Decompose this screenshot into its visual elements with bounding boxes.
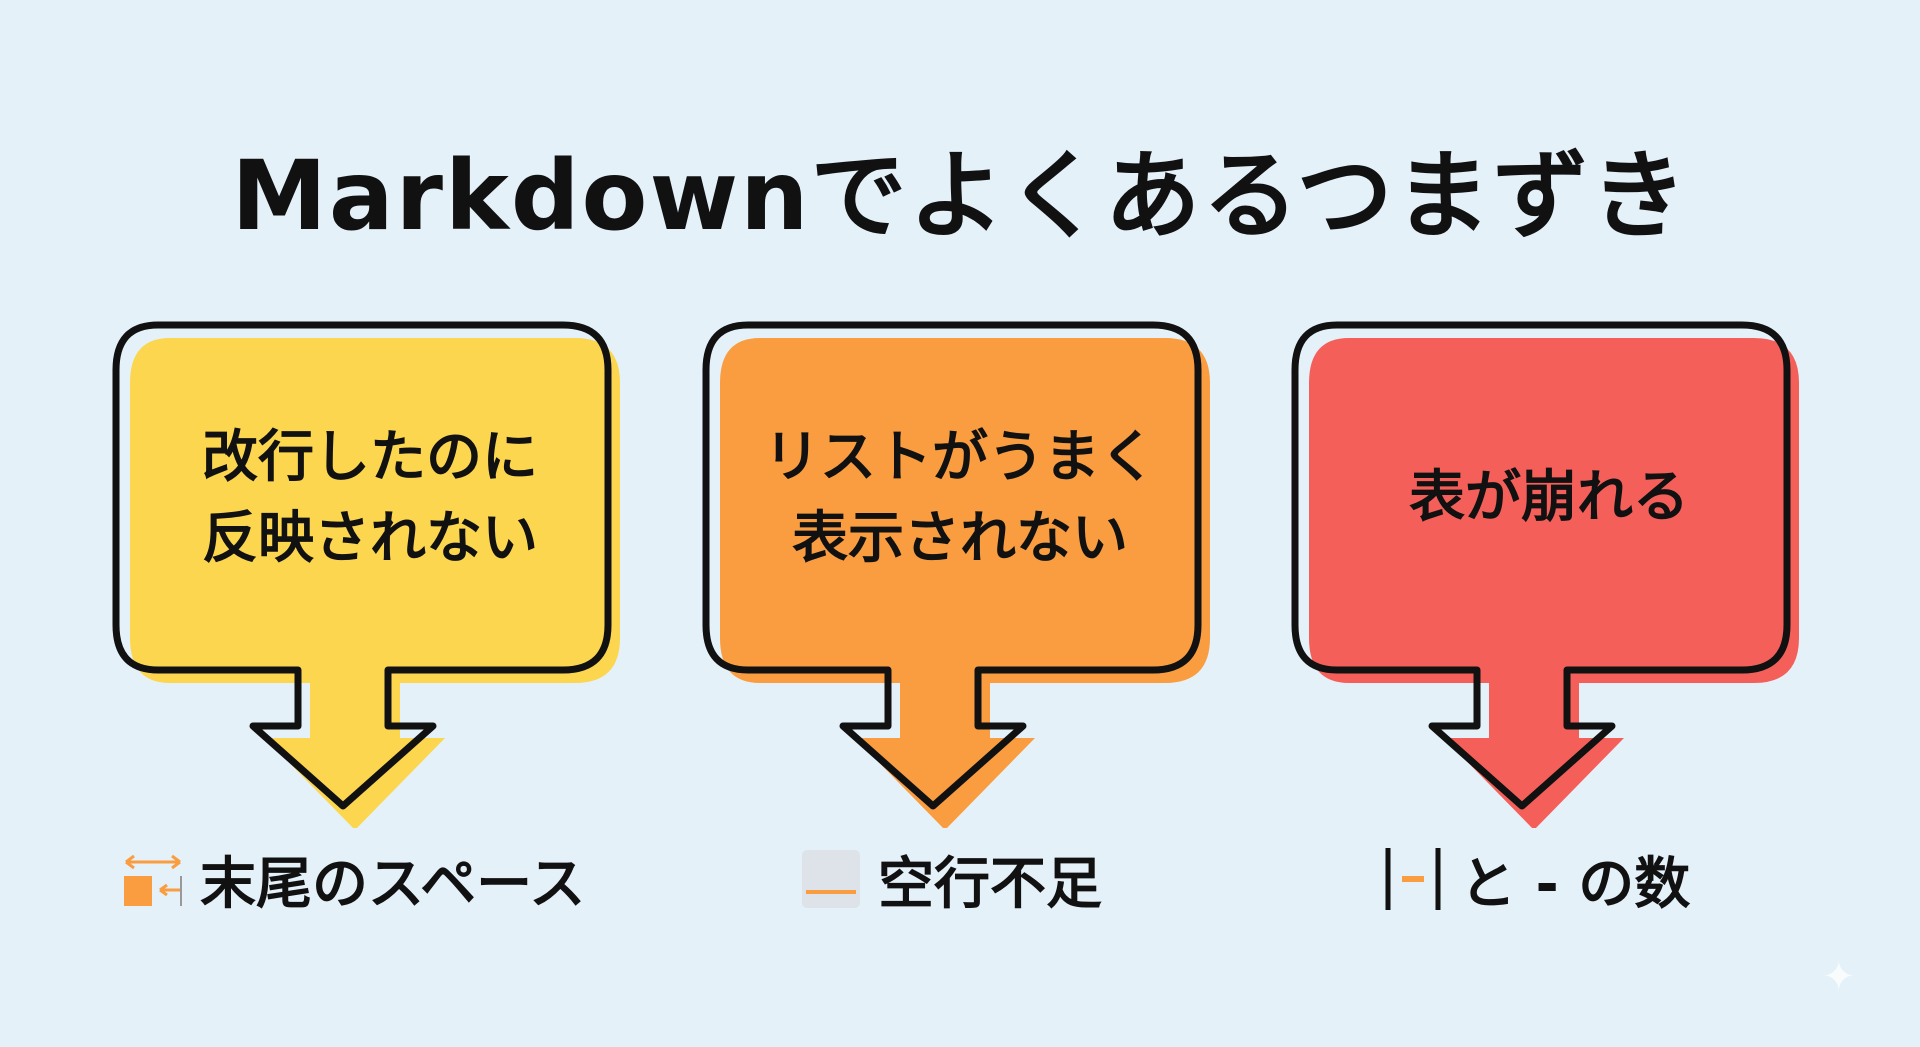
- cause-text: 末尾のスペース: [200, 851, 586, 917]
- speech-bubble-arrow: [1291, 321, 1799, 828]
- cause-text: と - の数: [1460, 851, 1691, 917]
- problem-card-list: リストがうまく表示されない: [690, 318, 1230, 828]
- problem-text: 反映されない: [202, 506, 538, 571]
- problem-text: 表示されない: [792, 506, 1128, 571]
- page-title: Markdownでよくあるつまずき: [231, 140, 1689, 252]
- cause-label: 末尾のスペース: [122, 842, 585, 917]
- cause-label: 空行不足: [800, 842, 1102, 917]
- problem-text: 表が崩れる: [1409, 465, 1689, 531]
- sparkle-icon: ✦: [1822, 954, 1856, 1000]
- problem-text: 改行したのに: [202, 424, 538, 490]
- speech-bubble-arrow: [702, 321, 1210, 828]
- speech-bubble-arrow: [112, 321, 620, 828]
- blank-line-icon: [802, 850, 860, 908]
- cause-text: 空行不足: [878, 851, 1102, 917]
- problem-card-table: 表が崩れる: [1279, 318, 1819, 828]
- table-pipe-icon: [1385, 848, 1441, 910]
- problem-card-line-break: 改行したのに反映されない: [100, 318, 640, 828]
- cause-label: と - の数: [1382, 842, 1690, 917]
- trailing-space-icon: [124, 854, 182, 906]
- problem-text: リストがうまく: [764, 424, 1156, 490]
